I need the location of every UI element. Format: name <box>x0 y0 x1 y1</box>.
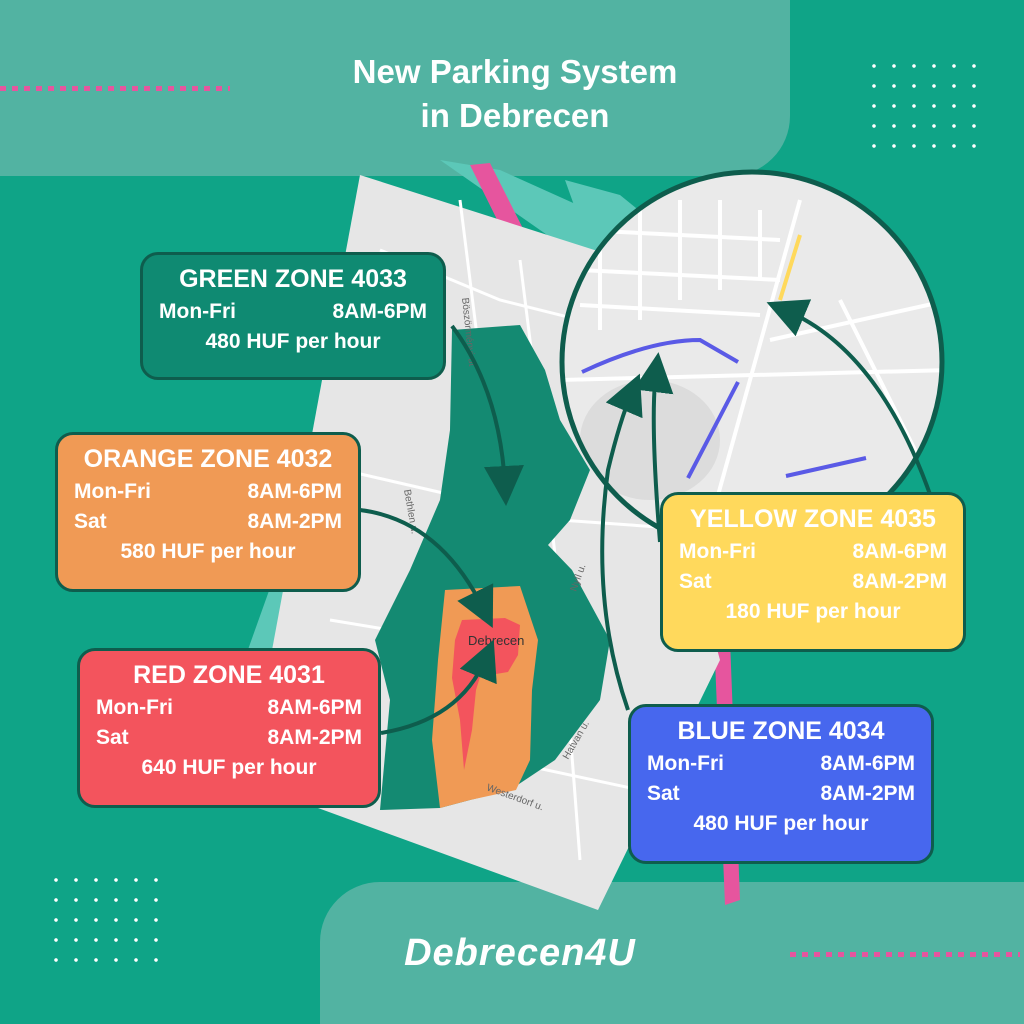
zone-hours: 8AM-6PM <box>332 300 427 323</box>
zone-schedule-row: Mon-Fri 8AM-6PM <box>663 540 963 564</box>
zone-hours: 8AM-6PM <box>267 696 362 719</box>
blue-zone-card: BLUE ZONE 4034 Mon-Fri 8AM-6PM Sat 8AM-2… <box>628 704 934 864</box>
zone-schedule-row: Sat 8AM-2PM <box>80 726 378 750</box>
arrow-yellow-right <box>766 299 934 501</box>
pink-dash-bottom <box>790 952 1020 957</box>
zone-days: Mon-Fri <box>159 300 236 323</box>
zone-hours: 8AM-6PM <box>820 752 915 775</box>
brand-logo-text: Debrecen4U <box>404 932 636 974</box>
magnifier-map <box>562 172 942 552</box>
zone-title: BLUE ZONE 4034 <box>677 717 885 745</box>
zone-days: Mon-Fri <box>679 540 756 563</box>
zone-hours: 8AM-2PM <box>267 726 362 749</box>
zone-title: YELLOW ZONE 4035 <box>690 505 936 533</box>
zone-title: ORANGE ZONE 4032 <box>83 445 333 473</box>
zone-price: 580 HUF per hour <box>120 540 296 563</box>
page-title: New Parking System in Debrecen <box>230 50 800 138</box>
zone-days: Sat <box>679 570 712 593</box>
zone-hours: 8AM-2PM <box>820 782 915 805</box>
zone-title: GREEN ZONE 4033 <box>179 265 407 293</box>
zone-schedule-row: Mon-Fri 8AM-6PM <box>80 696 378 720</box>
zone-days: Mon-Fri <box>74 480 151 503</box>
title-line-1: New Parking System <box>352 53 678 90</box>
arrow-blue <box>600 373 643 711</box>
zone-days: Sat <box>647 782 680 805</box>
arrow-red <box>380 639 497 735</box>
zone-schedule-row: Mon-Fri 8AM-6PM <box>631 752 931 776</box>
title-line-2: in Debrecen <box>420 97 610 134</box>
arrow-green <box>450 324 524 506</box>
orange-zone-card: ORANGE ZONE 4032 Mon-Fri 8AM-6PM Sat 8AM… <box>55 432 361 592</box>
zone-days: Sat <box>74 510 107 533</box>
zone-title: RED ZONE 4031 <box>133 661 325 689</box>
zone-price: 480 HUF per hour <box>693 812 869 835</box>
zone-schedule-row: Mon-Fri 8AM-6PM <box>143 300 443 324</box>
zone-schedule-row: Sat 8AM-2PM <box>663 570 963 594</box>
zone-days: Mon-Fri <box>647 752 724 775</box>
zone-days: Mon-Fri <box>96 696 173 719</box>
green-zone-area <box>375 325 610 810</box>
zone-schedule-row: Sat 8AM-2PM <box>58 510 358 534</box>
green-zone-card: GREEN ZONE 4033 Mon-Fri 8AM-6PM 480 HUF … <box>140 252 446 380</box>
zone-price: 640 HUF per hour <box>141 756 317 779</box>
zone-arrows <box>359 299 934 735</box>
pink-dash-top <box>0 86 230 91</box>
zone-hours: 8AM-6PM <box>852 540 947 563</box>
dot-grid-top-right <box>864 56 976 156</box>
city-label: Debrecen <box>468 633 524 648</box>
yellow-zone-card: YELLOW ZONE 4035 Mon-Fri 8AM-6PM Sat 8AM… <box>660 492 966 652</box>
arrow-yellow <box>633 352 674 543</box>
zone-price: 180 HUF per hour <box>725 600 901 623</box>
arrow-orange <box>359 508 494 628</box>
dot-grid-bottom-left <box>46 870 158 970</box>
zone-schedule-row: Mon-Fri 8AM-6PM <box>58 480 358 504</box>
zone-price: 480 HUF per hour <box>205 330 381 353</box>
zone-schedule-row: Sat 8AM-2PM <box>631 782 931 806</box>
zone-hours: 8AM-2PM <box>247 510 342 533</box>
zone-days: Sat <box>96 726 129 749</box>
zone-hours: 8AM-2PM <box>852 570 947 593</box>
red-zone-card: RED ZONE 4031 Mon-Fri 8AM-6PM Sat 8AM-2P… <box>77 648 381 808</box>
zone-hours: 8AM-6PM <box>247 480 342 503</box>
